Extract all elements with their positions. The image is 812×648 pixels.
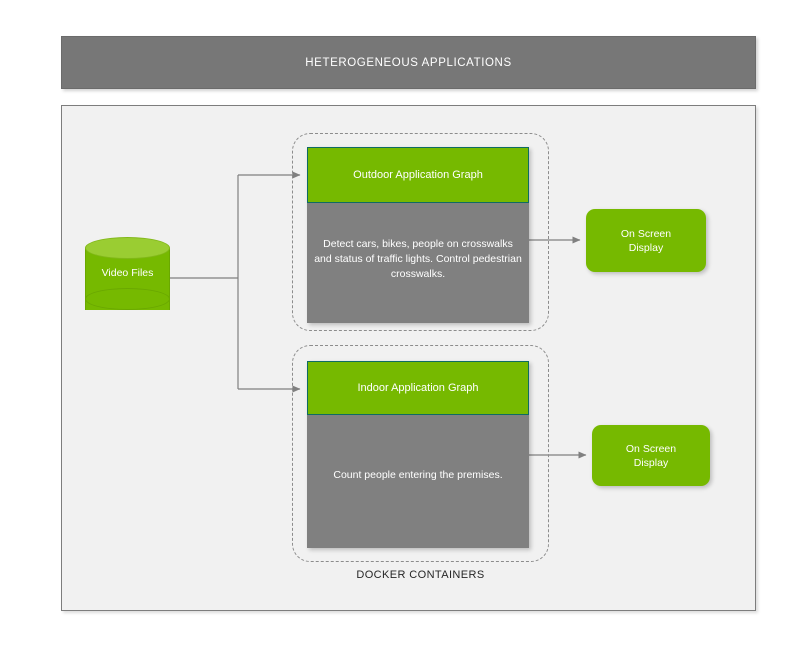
video-files-label: Video Files: [101, 267, 154, 279]
cylinder-top-ellipse: [85, 237, 170, 259]
on-screen-display-outdoor: On Screen Display: [586, 209, 706, 272]
indoor-app-description: Count people entering the premises.: [333, 469, 503, 481]
osd-outdoor-label: On Screen Display: [620, 227, 672, 254]
docker-container-indoor: [292, 345, 549, 562]
indoor-app-body: Count people entering the premises.: [307, 415, 529, 548]
on-screen-display-indoor: On Screen Display: [592, 425, 710, 486]
video-files-datastore: Video Files: [85, 237, 170, 318]
docker-containers-caption: DOCKER CONTAINERS: [356, 569, 485, 581]
page-title: HETEROGENEOUS APPLICATIONS: [305, 56, 512, 69]
header-band: HETEROGENEOUS APPLICATIONS: [61, 36, 756, 89]
outdoor-application-graph: Outdoor Application Graph Detect cars, b…: [307, 147, 529, 323]
indoor-application-graph: Indoor Application Graph Count people en…: [307, 361, 529, 548]
osd-indoor-label: On Screen Display: [625, 442, 677, 469]
outdoor-app-header: Outdoor Application Graph: [307, 147, 529, 203]
outdoor-app-title: Outdoor Application Graph: [353, 169, 483, 181]
outdoor-app-description: Detect cars, bikes, people on crosswalks…: [314, 238, 522, 280]
outdoor-app-body: Detect cars, bikes, people on crosswalks…: [307, 203, 529, 323]
indoor-app-header: Indoor Application Graph: [307, 361, 529, 415]
cylinder-bottom-ellipse: [85, 288, 170, 310]
docker-container-outdoor: [292, 133, 549, 331]
indoor-app-title: Indoor Application Graph: [357, 382, 479, 394]
